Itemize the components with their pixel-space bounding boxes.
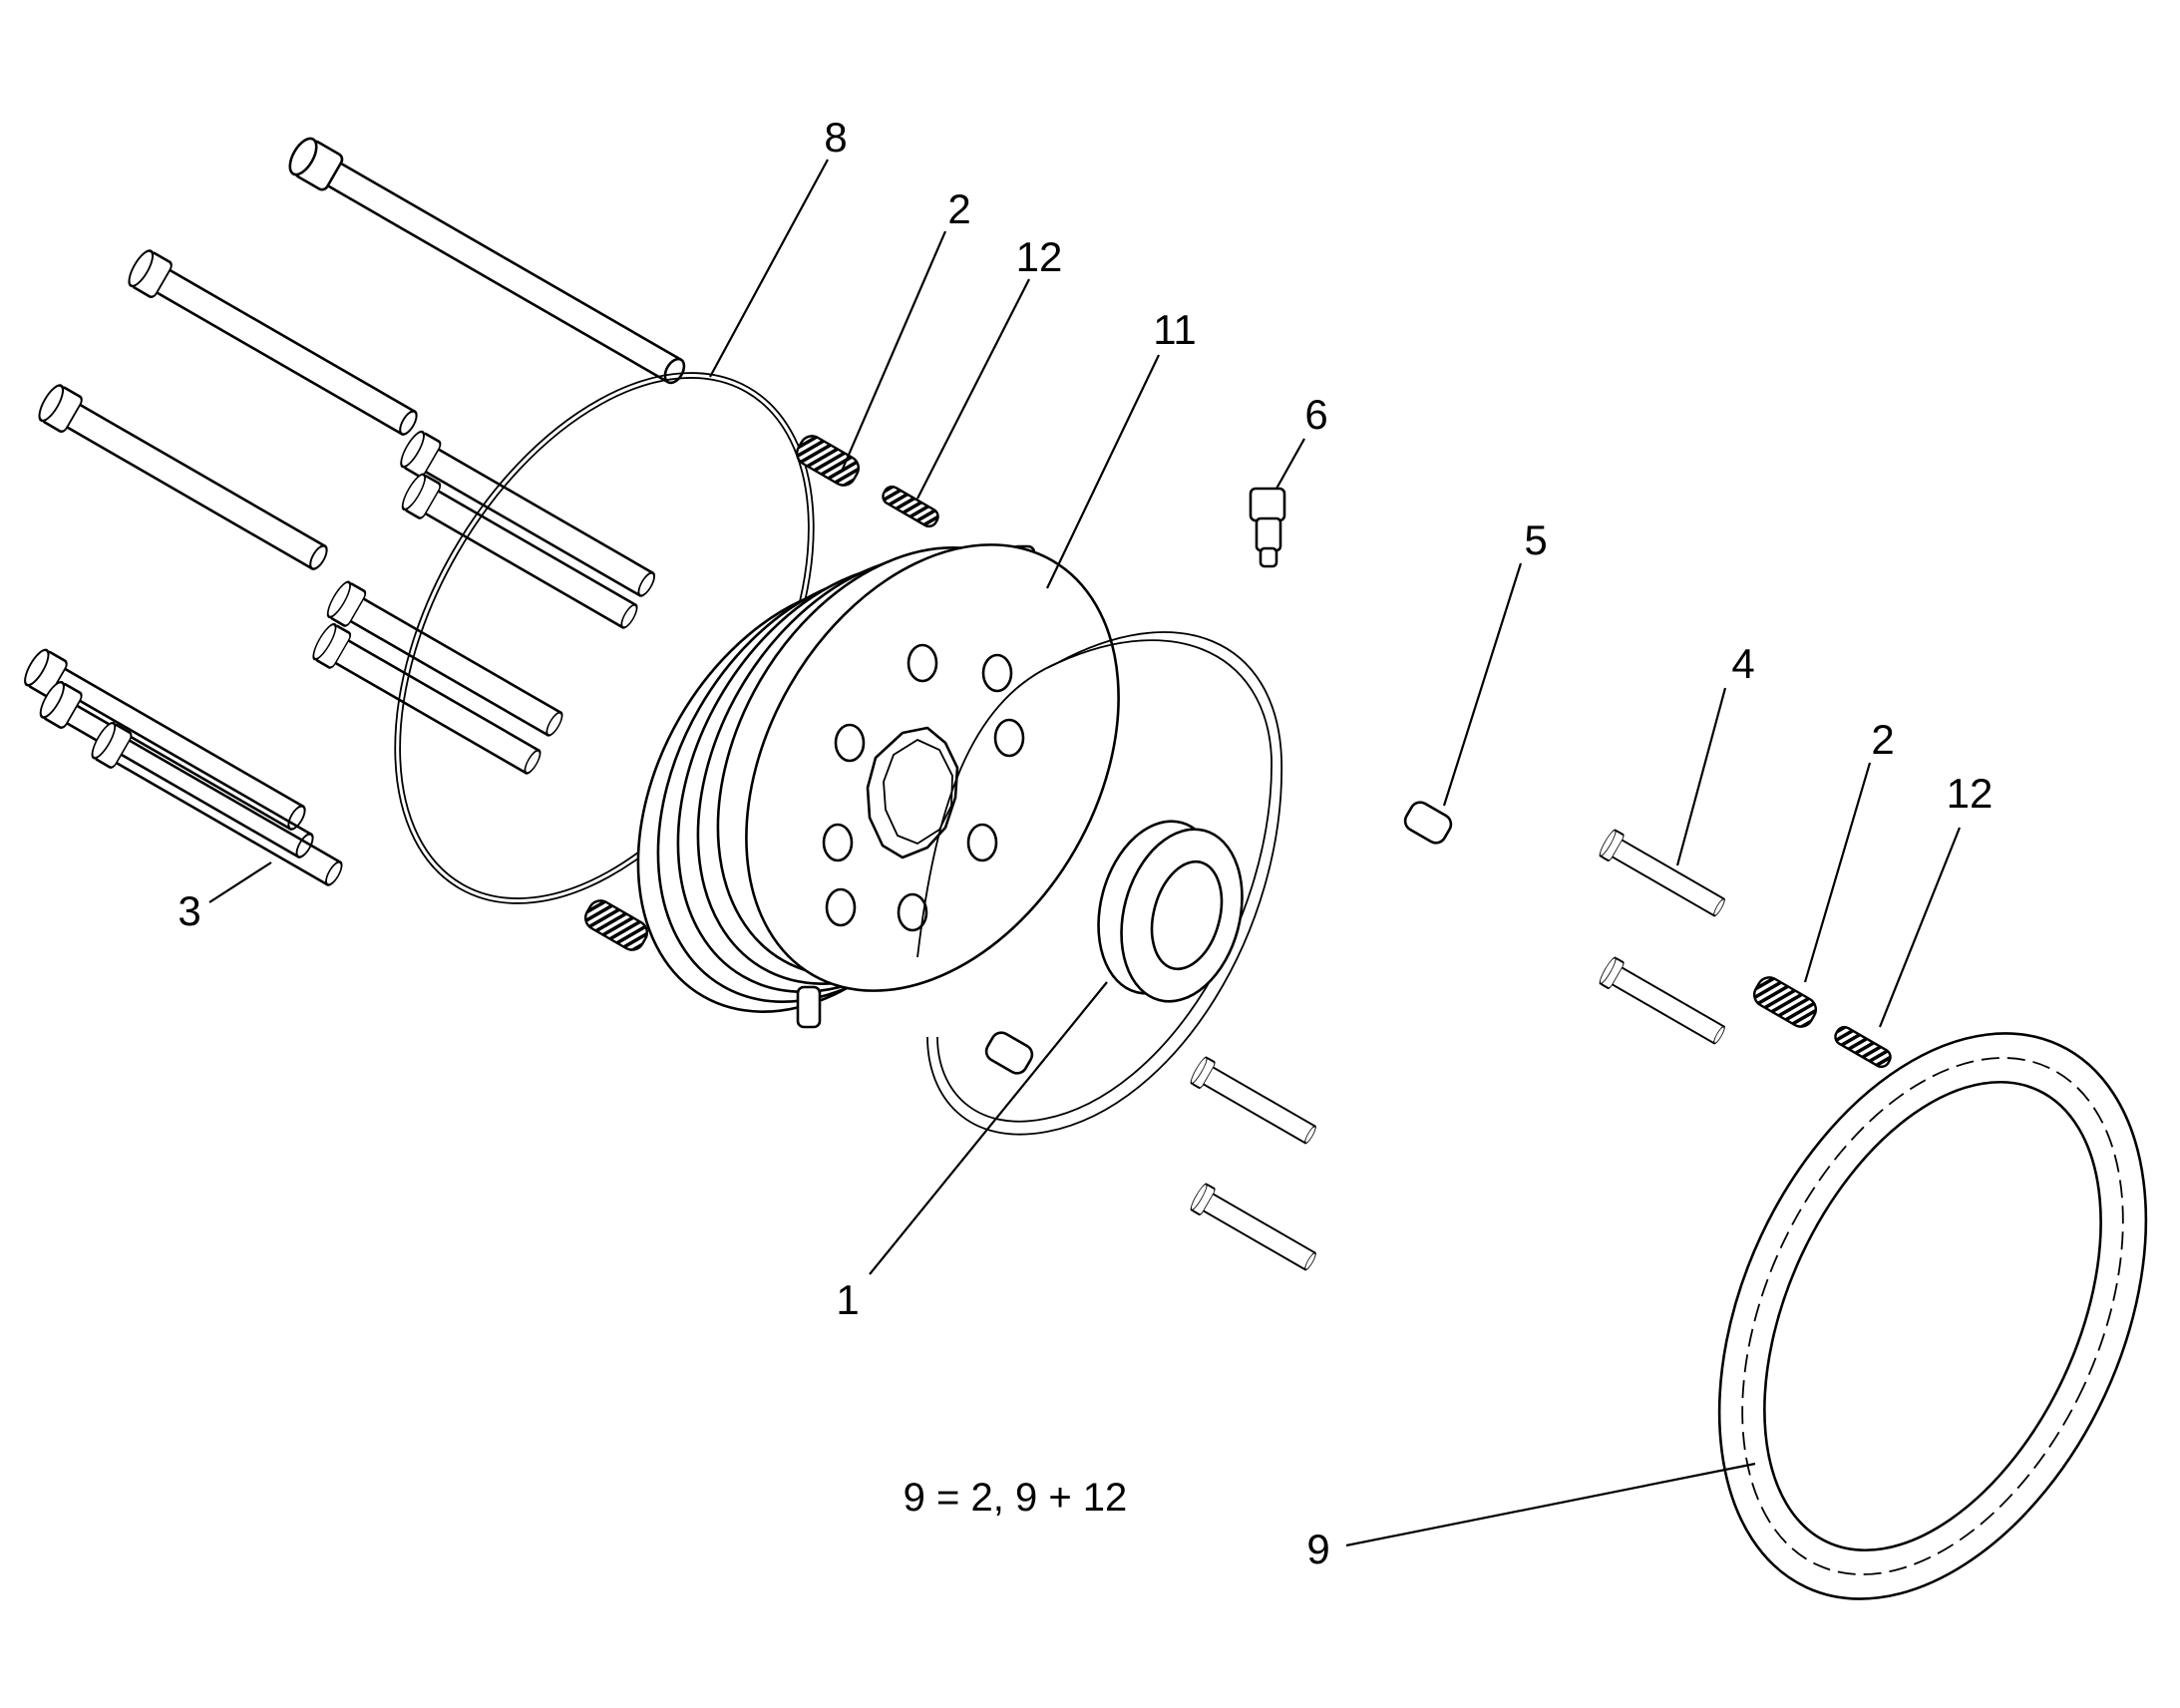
callout-6: 6 [1304, 391, 1327, 438]
pin-12-upper [882, 485, 939, 528]
dowel-pin-5 [1403, 801, 1453, 845]
callout-9: 9 [1306, 1526, 1329, 1572]
bolt-group-3 [19, 133, 693, 894]
clutch-disc-pack-11 [636, 543, 1120, 1029]
leader-lines [208, 159, 1962, 1547]
callout-8: 8 [824, 114, 847, 161]
callout-2-upper: 2 [947, 185, 970, 232]
callout-3: 3 [178, 887, 200, 934]
bearing-9 [1717, 1032, 2148, 1600]
callout-11: 11 [1153, 306, 1197, 353]
callout-5: 5 [1524, 516, 1547, 563]
fitting-6 [1249, 487, 1286, 568]
spring-2-lower [583, 899, 649, 951]
pin-12-right [1834, 1025, 1892, 1069]
callout-labels: 8 2 12 11 6 5 4 2 12 3 1 9 [178, 114, 1993, 1572]
callout-12-upper: 12 [1016, 233, 1063, 280]
callout-4: 4 [1731, 640, 1754, 687]
callout-12-right: 12 [1947, 770, 1994, 817]
kit-composition-note: 9 = 2, 9 + 12 [904, 1476, 1128, 1520]
dowel-pin-lower [984, 1031, 1034, 1075]
spring-2-right [1752, 976, 1818, 1028]
callout-2-right: 2 [1871, 716, 1894, 763]
callout-1: 1 [836, 1276, 859, 1323]
splined-hub-1 [1097, 820, 1244, 1003]
bolt-group-4 [1188, 828, 1730, 1277]
spring-2-upper [795, 435, 861, 487]
